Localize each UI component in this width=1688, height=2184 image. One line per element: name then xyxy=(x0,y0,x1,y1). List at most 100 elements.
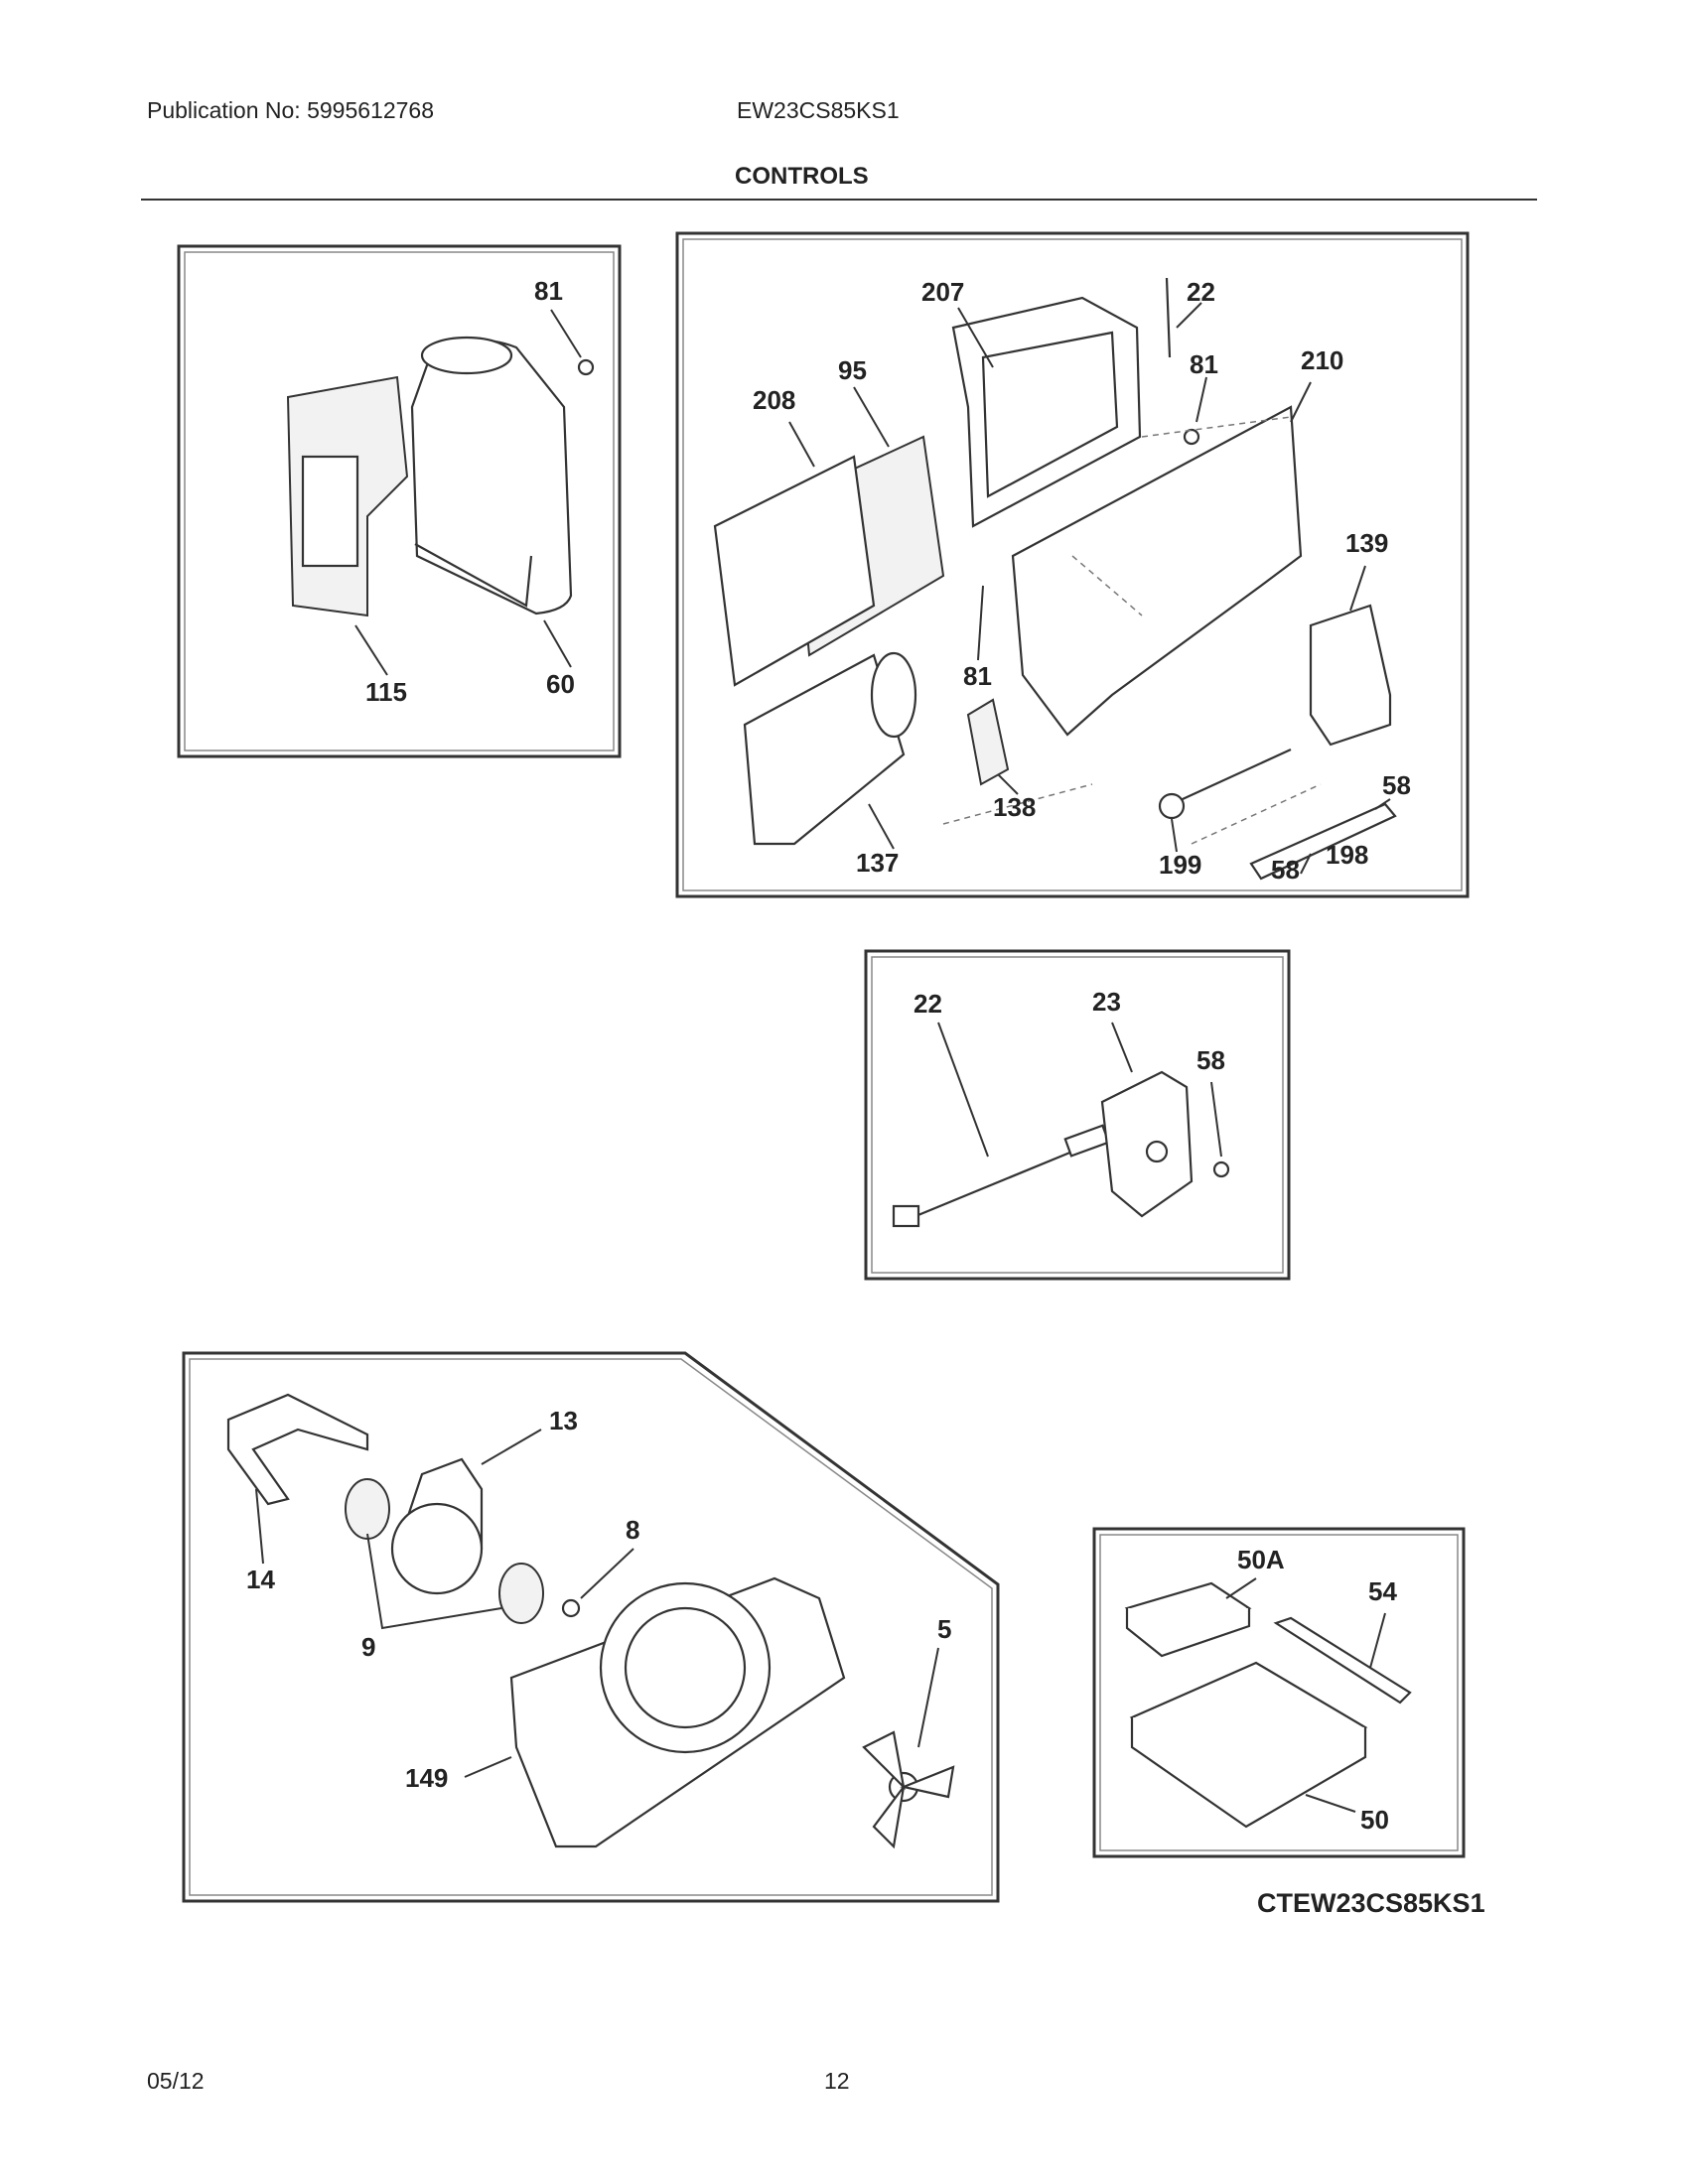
callout-139: 139 xyxy=(1345,528,1388,558)
part-plate-198 xyxy=(1249,802,1397,881)
part-rod-199-knob xyxy=(1158,792,1186,820)
part-board-50a-side xyxy=(1125,1608,1251,1658)
panel-2-frame xyxy=(675,231,1470,898)
callout-199: 199 xyxy=(1159,850,1201,880)
leader-60 xyxy=(543,619,572,668)
callout-81-b: 81 xyxy=(963,661,992,691)
callout-9: 9 xyxy=(361,1632,375,1662)
part-motor-13-body xyxy=(390,1502,484,1595)
leader-58-b xyxy=(1300,853,1312,875)
leader-22 xyxy=(1176,302,1202,329)
part-tray-50-side xyxy=(1130,1717,1367,1829)
callout-210: 210 xyxy=(1301,345,1343,375)
callout-149: 149 xyxy=(405,1763,448,1793)
callout-198: 198 xyxy=(1326,840,1368,870)
panel-2 xyxy=(675,231,1470,898)
leader-81-b xyxy=(977,585,984,661)
part-motor-137 xyxy=(743,653,906,846)
diagram-code: CTEW23CS85KS1 xyxy=(1257,1888,1485,1918)
callout-labels: 81 115 60 207 22 95 81 210 208 139 81 13… xyxy=(246,276,1411,1835)
panel-3-frame xyxy=(864,949,1291,1281)
part-grommet-9-a xyxy=(345,1478,390,1540)
part-housing-210 xyxy=(1011,405,1303,737)
callout-81-a: 81 xyxy=(1190,349,1218,379)
leader-8 xyxy=(580,1548,634,1599)
callout-5: 5 xyxy=(937,1614,951,1644)
part-screw-81b xyxy=(1183,428,1200,446)
callout-58-c: 58 xyxy=(1196,1045,1225,1075)
panel-4 xyxy=(182,1351,1000,1903)
leader-199 xyxy=(1171,818,1178,853)
panel-1-frame xyxy=(177,244,622,758)
panel-3 xyxy=(864,949,1291,1281)
callout-60: 60 xyxy=(546,669,575,699)
leader-58-c xyxy=(1210,1081,1222,1158)
leader-5 xyxy=(917,1647,939,1748)
callout-22-b: 22 xyxy=(914,989,942,1019)
panel-1 xyxy=(177,244,622,758)
leader-50 xyxy=(1305,1794,1356,1813)
leader-149 xyxy=(464,1756,512,1778)
callout-115: 115 xyxy=(365,677,407,707)
leader-22-b xyxy=(937,1022,989,1158)
callout-58-b: 58 xyxy=(1271,855,1300,885)
leader-207 xyxy=(957,307,994,368)
callout-23: 23 xyxy=(1092,987,1121,1017)
panel-4-inner-frame xyxy=(189,1358,993,1896)
footer-date: 05/12 xyxy=(147,2068,205,2094)
part-cover-23-hole xyxy=(1145,1140,1169,1163)
leader-58-a xyxy=(1374,798,1391,810)
leader-210 xyxy=(1290,381,1312,423)
callout-137: 137 xyxy=(856,848,899,878)
header-rule xyxy=(141,199,1537,201)
part-nut-8 xyxy=(561,1598,581,1618)
leader-23 xyxy=(1111,1022,1133,1073)
callout-207: 207 xyxy=(921,277,964,307)
leader-14 xyxy=(255,1488,264,1565)
section-title: CONTROLS xyxy=(735,163,869,190)
part-shroud-149-ring xyxy=(624,1606,747,1729)
callout-13: 13 xyxy=(549,1406,578,1435)
panel-4-frame xyxy=(182,1351,1000,1903)
part-rod-199 xyxy=(1171,749,1292,805)
callout-8: 8 xyxy=(626,1515,639,1545)
part-motor-137-end xyxy=(870,651,917,739)
leader-81 xyxy=(550,309,582,358)
leader-13 xyxy=(481,1429,542,1465)
leader-139 xyxy=(1349,565,1366,612)
part-screw-58 xyxy=(1212,1160,1230,1178)
leader-137 xyxy=(868,803,895,850)
part-housing-60-top xyxy=(420,336,513,375)
part-clip-138 xyxy=(966,698,1010,786)
leader-81-a xyxy=(1196,376,1207,423)
callout-22: 22 xyxy=(1187,277,1215,307)
leader-208 xyxy=(788,421,815,468)
callout-208: 208 xyxy=(753,385,795,415)
callout-81: 81 xyxy=(534,276,563,306)
part-switch-139 xyxy=(1309,604,1392,747)
part-grommet-9-b xyxy=(498,1563,544,1624)
panel-5-frame xyxy=(1092,1527,1466,1858)
panel-3-inner-frame xyxy=(871,956,1284,1274)
callout-95: 95 xyxy=(838,355,867,385)
part-connector-22 xyxy=(892,1204,920,1228)
callout-50: 50 xyxy=(1360,1805,1389,1835)
assembly-dash-lines xyxy=(942,416,1322,845)
model-number: EW23CS85KS1 xyxy=(737,97,900,123)
publication-number: Publication No: 5995612768 xyxy=(147,97,435,123)
part-module-115-face xyxy=(301,455,359,568)
leader-115 xyxy=(354,624,388,676)
part-screw-81 xyxy=(577,358,595,376)
part-frame-208 xyxy=(713,455,876,687)
part-cover-23 xyxy=(1100,1070,1194,1218)
part-housing-60-base xyxy=(414,543,533,608)
callout-58-a: 58 xyxy=(1382,770,1411,800)
callout-54: 54 xyxy=(1368,1576,1397,1606)
panel-5 xyxy=(1092,1527,1466,1858)
part-wire-22 xyxy=(908,1150,1073,1221)
part-sensor-22 xyxy=(1165,277,1172,358)
leader-54 xyxy=(1369,1612,1386,1669)
part-strip-54 xyxy=(1273,1616,1412,1705)
panel-1-inner-frame xyxy=(184,251,615,751)
